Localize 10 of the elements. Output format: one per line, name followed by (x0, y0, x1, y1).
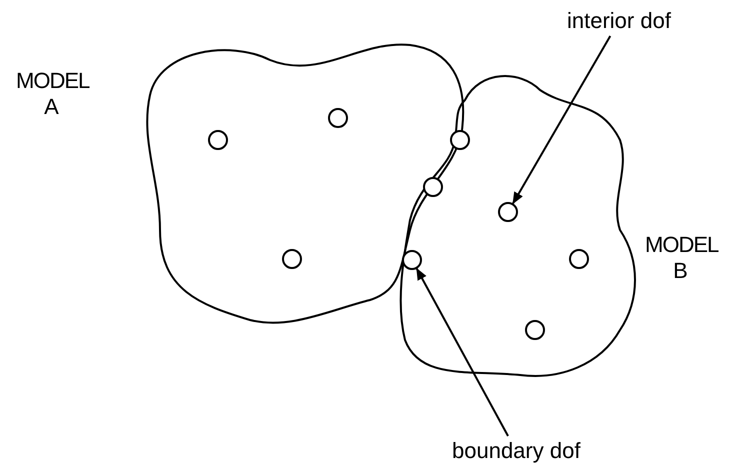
circle-node (525, 320, 545, 340)
callout-text: interior dof (567, 8, 671, 34)
circle-node (208, 130, 228, 150)
circle-node (328, 108, 348, 128)
callout-text: boundary dof (452, 438, 580, 464)
circle-node (282, 249, 302, 269)
leader-arrow (416, 268, 509, 436)
circle-node (498, 202, 518, 222)
circle-node (569, 249, 589, 269)
leader-arrow (512, 36, 612, 204)
